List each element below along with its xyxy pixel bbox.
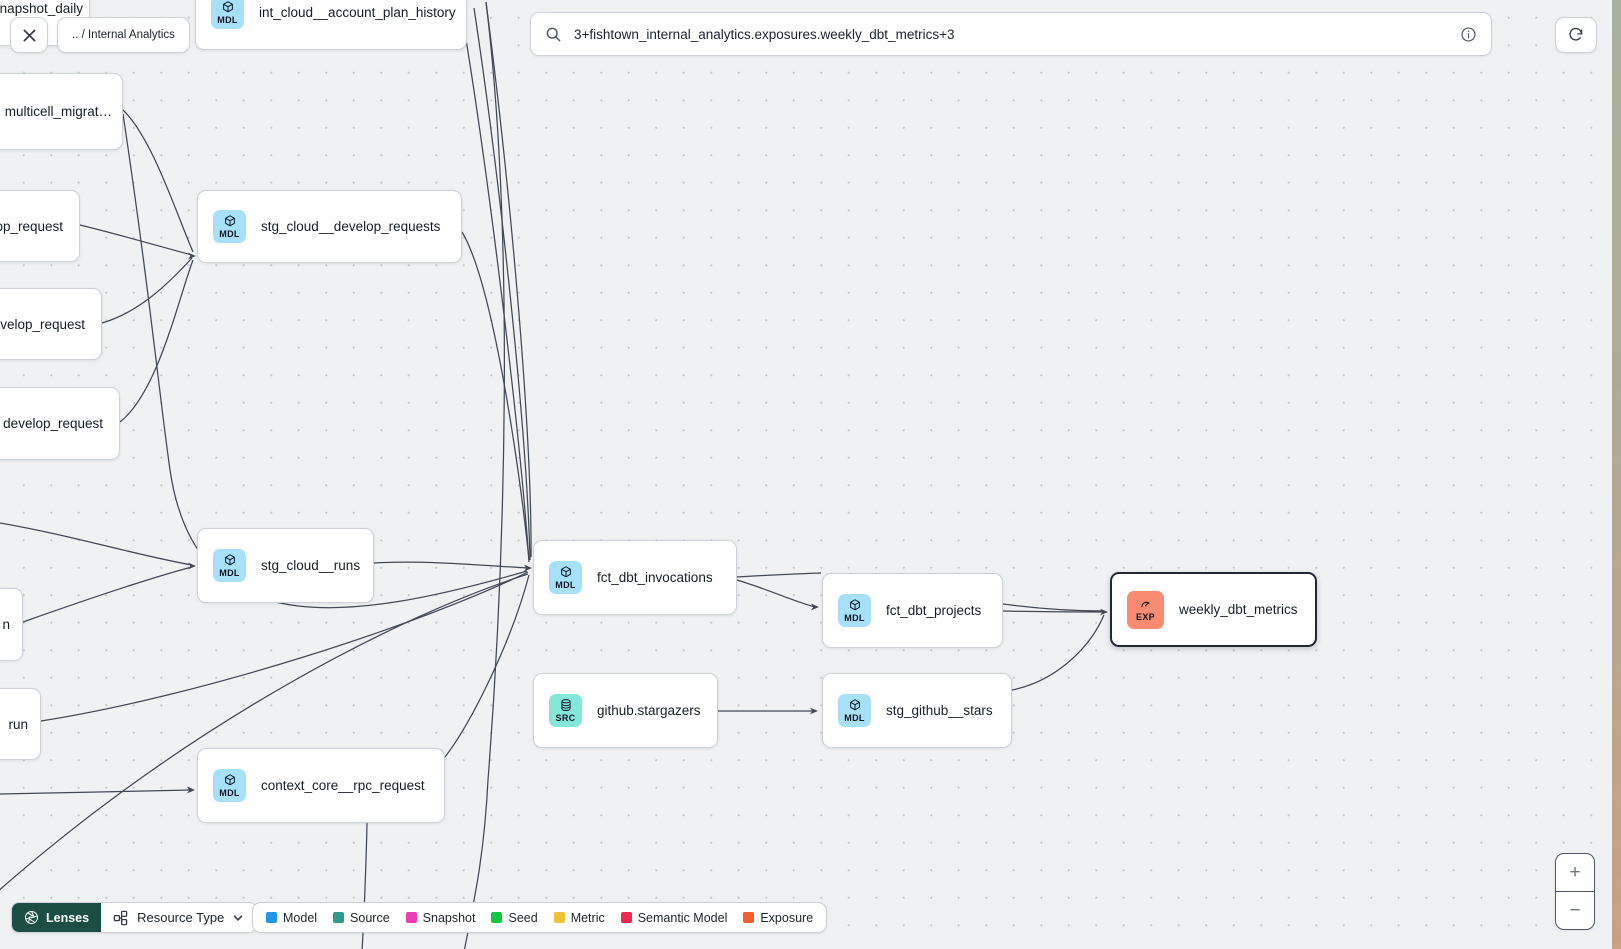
gauge-icon [1140,601,1149,608]
legend-item: Source [333,911,390,925]
model-badge: MDL [211,0,244,29]
node-label: velop_request [0,316,85,332]
legend-swatch-snapshot [405,912,417,923]
model-badge: MDL [838,594,871,627]
node-label: fct_dbt_invocations [597,570,713,585]
node-label: run [8,716,28,732]
node-label: n [2,617,10,632]
node-label: op_request [0,218,63,234]
legend-item: Model [266,911,317,925]
node-label: stg_github__stars [886,703,993,718]
legend-item: Semantic Model [620,911,727,925]
selector-search-input[interactable] [572,25,1450,43]
minus-icon: − [1569,899,1581,921]
node-velop-request[interactable]: velop_request [0,288,102,360]
legend-swatch-model [266,912,277,923]
close-button[interactable] [10,17,48,53]
node-stg-cloud-develop-requests[interactable]: MDL stg_cloud__develop_requests [197,190,462,263]
model-badge: MDL [213,210,246,243]
exposure-badge: EXP [1127,590,1164,629]
legend-item: Exposure [743,911,813,925]
node-multicell-migrat[interactable]: multicell_migrat… [0,73,123,150]
node-label: context_core__rpc_request [261,778,425,793]
node-label: develop_request [3,416,103,431]
model-badge: MDL [838,694,871,727]
node-weekly-dbt-metrics[interactable]: EXP weekly_dbt_metrics [1110,572,1317,647]
zoom-controls: + − [1555,853,1595,930]
node-stg-cloud-runs[interactable]: MDL stg_cloud__runs [197,528,374,603]
legend-item: Snapshot [405,911,475,925]
node-int-cloud-account-plan-history[interactable]: MDL int_cloud__account_plan_history [195,0,467,50]
lens-aperture-icon [24,910,39,925]
node-context-core-rpc-request[interactable]: MDL context_core__rpc_request [197,748,445,823]
cube-icon [560,566,571,578]
lineage-search [530,12,1492,56]
source-badge: SRC [549,694,582,727]
legend-swatch-exposure [743,912,755,923]
resource-type-lens-button[interactable]: Resource Type [101,903,256,932]
breadcrumb[interactable]: .. / Internal Analytics [57,17,190,53]
node-label: stg_cloud__develop_requests [261,219,441,234]
node-github-stargazers[interactable]: SRC github.stargazers [533,673,718,748]
resource-type-legend: Model Source Snapshot Seed Metric Semant… [252,902,828,933]
legend-item: Seed [491,911,538,925]
node-run-partial[interactable]: run [0,688,41,760]
node-n-partial[interactable]: n [0,588,23,661]
cube-icon [224,554,235,566]
close-icon [23,29,35,41]
search-icon [546,27,561,41]
zoom-divider [1556,891,1594,892]
node-label: github.stargazers [597,703,701,718]
legend-swatch-seed [491,912,503,923]
legend-swatch-semantic-model [620,912,632,923]
desktop-edge-strip [1612,0,1621,949]
refresh-button[interactable] [1555,17,1597,53]
node-fct-dbt-invocations[interactable]: MDL fct_dbt_invocations [533,540,737,615]
model-badge: MDL [213,549,246,582]
zoom-out-button[interactable]: − [1556,892,1594,929]
plus-icon: + [1569,861,1581,883]
info-icon[interactable] [1460,26,1477,43]
model-badge: MDL [213,769,246,802]
chevron-down-icon [233,914,243,921]
legend-item: Metric [553,911,605,925]
node-label: stg_cloud__runs [261,558,361,573]
node-op-request[interactable]: op_request [0,190,80,262]
legend-swatch-source [333,912,345,923]
legend-swatch-metric [553,912,565,923]
lenses-button[interactable]: Lenses [12,903,102,932]
node-label: weekly_dbt_metrics [1179,602,1298,617]
refresh-icon [1569,27,1583,41]
cube-icon [222,0,233,12]
cube-icon [849,699,860,711]
node-develop-request[interactable]: develop_request [0,387,120,460]
zoom-in-button[interactable]: + [1556,854,1594,891]
database-icon [560,699,571,711]
node-stg-github-stars[interactable]: MDL stg_github__stars [822,673,1012,748]
node-label: snapshot_daily [0,0,83,16]
node-label: fct_dbt_projects [886,603,982,618]
node-label: int_cloud__account_plan_history [259,4,456,20]
node-fct-dbt-projects[interactable]: MDL fct_dbt_projects [822,573,1003,648]
cube-icon [224,774,235,786]
lenses-group: Lenses Resource Type [11,902,258,933]
model-badge: MDL [549,561,582,594]
resource-type-icon [113,910,128,925]
cube-icon [849,599,860,611]
node-label: multicell_migrat… [4,104,112,119]
cube-icon [224,215,235,227]
